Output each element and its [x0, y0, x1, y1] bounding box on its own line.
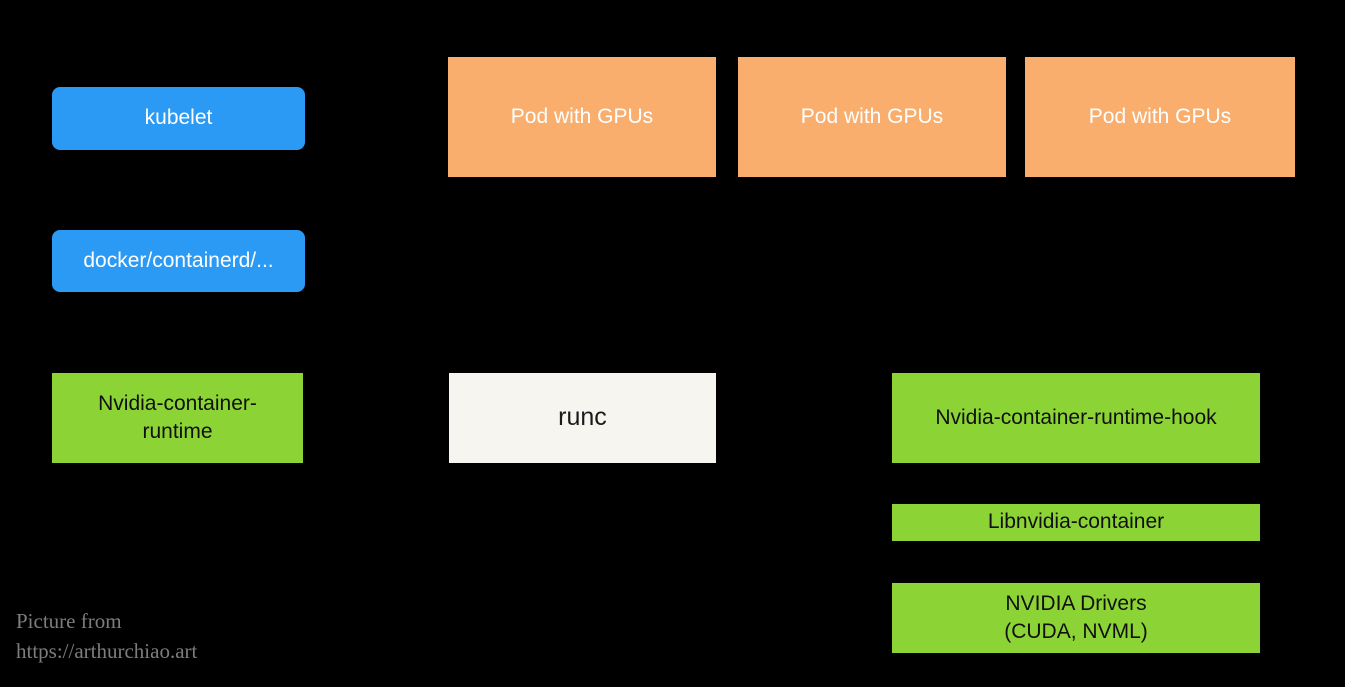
nvidia-container-runtime-hook-label: Nvidia-container-runtime-hook [935, 405, 1217, 429]
kubelet-label: kubelet [144, 106, 213, 130]
kubelet-node: kubelet [52, 87, 305, 150]
picture-credit-url: https://arthurchiao.art [16, 639, 198, 664]
container-runtime-node: docker/containerd/... [52, 230, 305, 292]
nvidia-container-runtime-node: Nvidia-container-runtime [52, 373, 303, 463]
pod-with-gpus-node-3: Pod with GPUs [1025, 57, 1295, 177]
nvidia-container-runtime-hook-node: Nvidia-container-runtime-hook [892, 373, 1260, 463]
picture-credit-line1: Picture from [16, 609, 122, 633]
container-runtime-label: docker/containerd/... [83, 248, 274, 272]
pod-with-gpus-node-2: Pod with GPUs [738, 57, 1006, 177]
nvidia-drivers-label-line1: NVIDIA Drivers [1005, 591, 1147, 615]
nvidia-drivers-label-line2: (CUDA, NVML) [1004, 620, 1148, 643]
nvidia-container-runtime-label: Nvidia-container-runtime [98, 391, 257, 443]
pod-with-gpus-label-2: Pod with GPUs [800, 104, 944, 128]
libnvidia-container-node: Libnvidia-container [892, 504, 1260, 541]
runc-label: runc [558, 403, 607, 432]
runc-node: runc [449, 373, 716, 463]
pod-with-gpus-label-1: Pod with GPUs [510, 104, 654, 128]
pod-with-gpus-label-3: Pod with GPUs [1088, 104, 1232, 128]
picture-credit: Picture from https://arthurchiao.art [16, 606, 197, 667]
nvidia-drivers-label: NVIDIA Drivers (CUDA, NVML) [1004, 590, 1148, 647]
pod-with-gpus-node-1: Pod with GPUs [448, 57, 716, 177]
nvidia-drivers-node: NVIDIA Drivers (CUDA, NVML) [892, 583, 1260, 653]
libnvidia-container-label: Libnvidia-container [987, 510, 1165, 534]
